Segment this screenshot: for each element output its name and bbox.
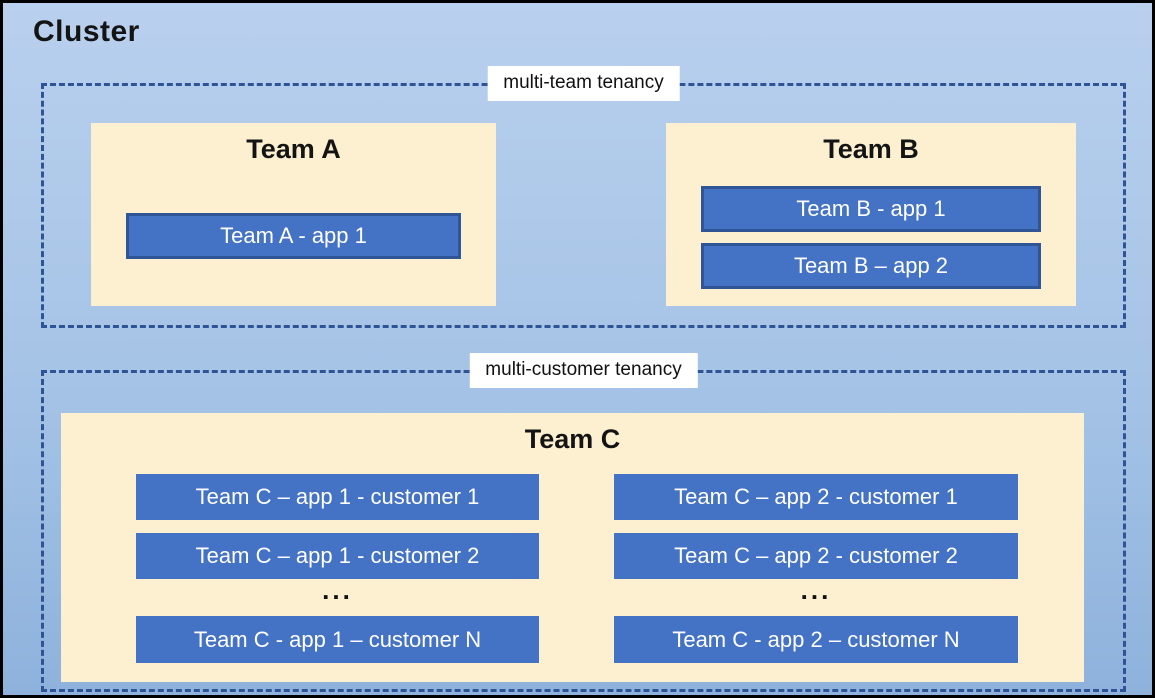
team-c-app-1-ellipsis: ... [322, 575, 353, 605]
team-b-app-1-box: Team B - app 1 [701, 186, 1041, 232]
team-c-app-1-customer-2-box: Team C – app 1 - customer 2 [136, 533, 539, 579]
team-c-app-1-customer-n-box: Team C - app 1 – customer N [136, 616, 539, 663]
team-c-app-1-customer-1-box: Team C – app 1 - customer 1 [136, 474, 539, 520]
team-c-app-2-ellipsis: ... [800, 575, 832, 605]
team-c-title: Team C [524, 424, 621, 454]
team-a-box: Team A Team A - app 1 [91, 123, 496, 306]
team-b-app-2-box: Team B – app 2 [701, 243, 1041, 289]
cluster-title: Cluster [33, 15, 140, 48]
multi-team-tenancy-label: multi-team tenancy [487, 66, 680, 101]
team-c-app-2-customer-n-box: Team C - app 2 – customer N [614, 616, 1018, 663]
team-c-app-2-column: Team C – app 2 - customer 1 Team C – app… [614, 474, 1018, 670]
team-b-box: Team B Team B - app 1 Team B – app 2 [666, 123, 1076, 306]
team-c-app-2-customer-2-box: Team C – app 2 - customer 2 [614, 533, 1018, 579]
team-c-app-1-column: Team C – app 1 - customer 1 Team C – app… [136, 474, 539, 670]
multi-customer-tenancy-group: multi-customer tenancy Team C Team C – a… [41, 353, 1126, 692]
team-a-title: Team A [246, 134, 341, 164]
team-c-box: Team C Team C – app 1 - customer 1 Team … [61, 413, 1084, 682]
team-b-title: Team B [823, 134, 919, 164]
team-a-app-1-box: Team A - app 1 [126, 213, 461, 259]
multi-team-tenancy-group: multi-team tenancy Team A Team A - app 1… [41, 66, 1126, 328]
multi-customer-tenancy-label: multi-customer tenancy [469, 353, 698, 388]
team-c-app-2-customer-1-box: Team C – app 2 - customer 1 [614, 474, 1018, 520]
